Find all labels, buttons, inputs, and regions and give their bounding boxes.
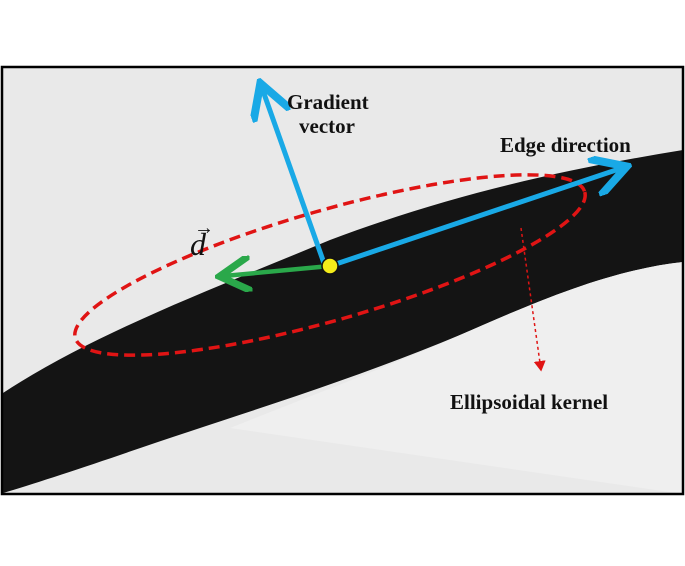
d-vector-arrow-glyph: → xyxy=(194,217,214,239)
edge-direction-label: Edge direction xyxy=(500,133,631,157)
gradient-vector-label: Gradient vector xyxy=(287,90,369,138)
inner-region xyxy=(230,262,683,494)
ellipsoidal-kernel-ellipse xyxy=(73,173,587,357)
image-frame xyxy=(0,65,685,496)
d-vector-arrow xyxy=(224,266,331,276)
gradient-label-line1: Gradient xyxy=(287,90,369,114)
gradient-label-line2: vector xyxy=(299,114,355,138)
edge-direction-arrow xyxy=(329,168,622,269)
gradient-vector-arrow xyxy=(262,88,328,267)
d-vector-label: → d xyxy=(190,217,214,262)
d-vector-symbol: d xyxy=(190,226,206,262)
edge-band xyxy=(2,150,683,494)
center-point xyxy=(321,257,339,275)
ellipsoidal-kernel-label: Ellipsoidal kernel xyxy=(450,390,609,414)
